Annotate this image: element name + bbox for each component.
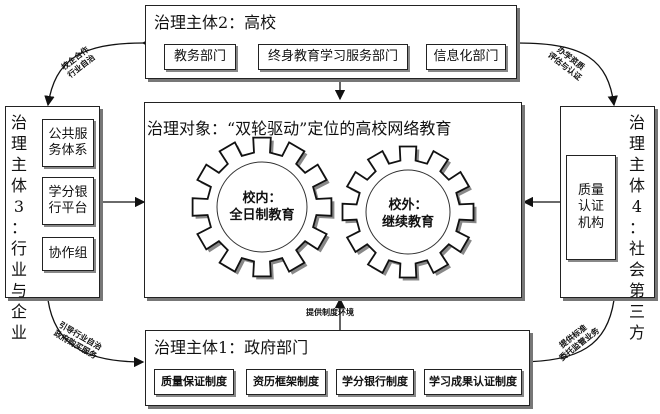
gear-label-line: 全日制教育	[229, 208, 295, 223]
school-unit: 终身教育学习服务部门	[258, 44, 408, 70]
school-box: 治理主体2：高校 教务部门 终身教育学习服务部门 信息化部门	[145, 5, 517, 79]
bottom-left-connector	[41, 290, 145, 368]
gear-label-line: 继续教育	[381, 215, 434, 230]
gear-internal	[191, 136, 333, 278]
link-label-gov-to-center: 提供制度环境	[306, 307, 354, 317]
gear-internal-hub	[216, 161, 308, 253]
society-unit: 质量认证机构	[566, 155, 616, 260]
gear-label-line: 校外：	[388, 198, 428, 213]
top-right-connector	[508, 37, 618, 107]
school-unit: 信息化部门	[426, 44, 506, 70]
center-box: 治理对象：“双轮驱动”定位的高校网络教育	[144, 102, 522, 298]
government-box: 治理主体1：政府部门 质量保证制度 资历框架制度 学分银行制度 学习成果认证制度	[145, 330, 530, 406]
bottom-right-connector	[516, 290, 621, 368]
government-title: 治理主体1：政府部门	[154, 338, 309, 357]
center-title: 治理对象：“双轮驱动”定位的高校网络教育	[147, 119, 452, 138]
gear-label-internal: 校内： 全日制教育	[212, 190, 312, 224]
school-title: 治理主体2：高校	[154, 13, 277, 32]
government-unit: 质量保证制度	[154, 369, 234, 395]
gear-label-external: 校外： 继续教育	[358, 197, 458, 231]
top-left-connector	[44, 37, 153, 107]
gear-external-hub	[365, 169, 451, 255]
gear-label-line: 校内：	[242, 191, 282, 206]
government-unit: 资历框架制度	[246, 369, 326, 395]
gear-external	[341, 145, 475, 279]
industry-unit: 公共服务体系	[42, 119, 94, 167]
government-unit: 学分银行制度	[336, 369, 414, 395]
industry-unit: 学分银行平台	[42, 177, 94, 225]
industry-unit: 协作组	[42, 237, 94, 271]
government-unit: 学习成果认证制度	[424, 369, 522, 395]
school-unit: 教务部门	[164, 44, 236, 70]
